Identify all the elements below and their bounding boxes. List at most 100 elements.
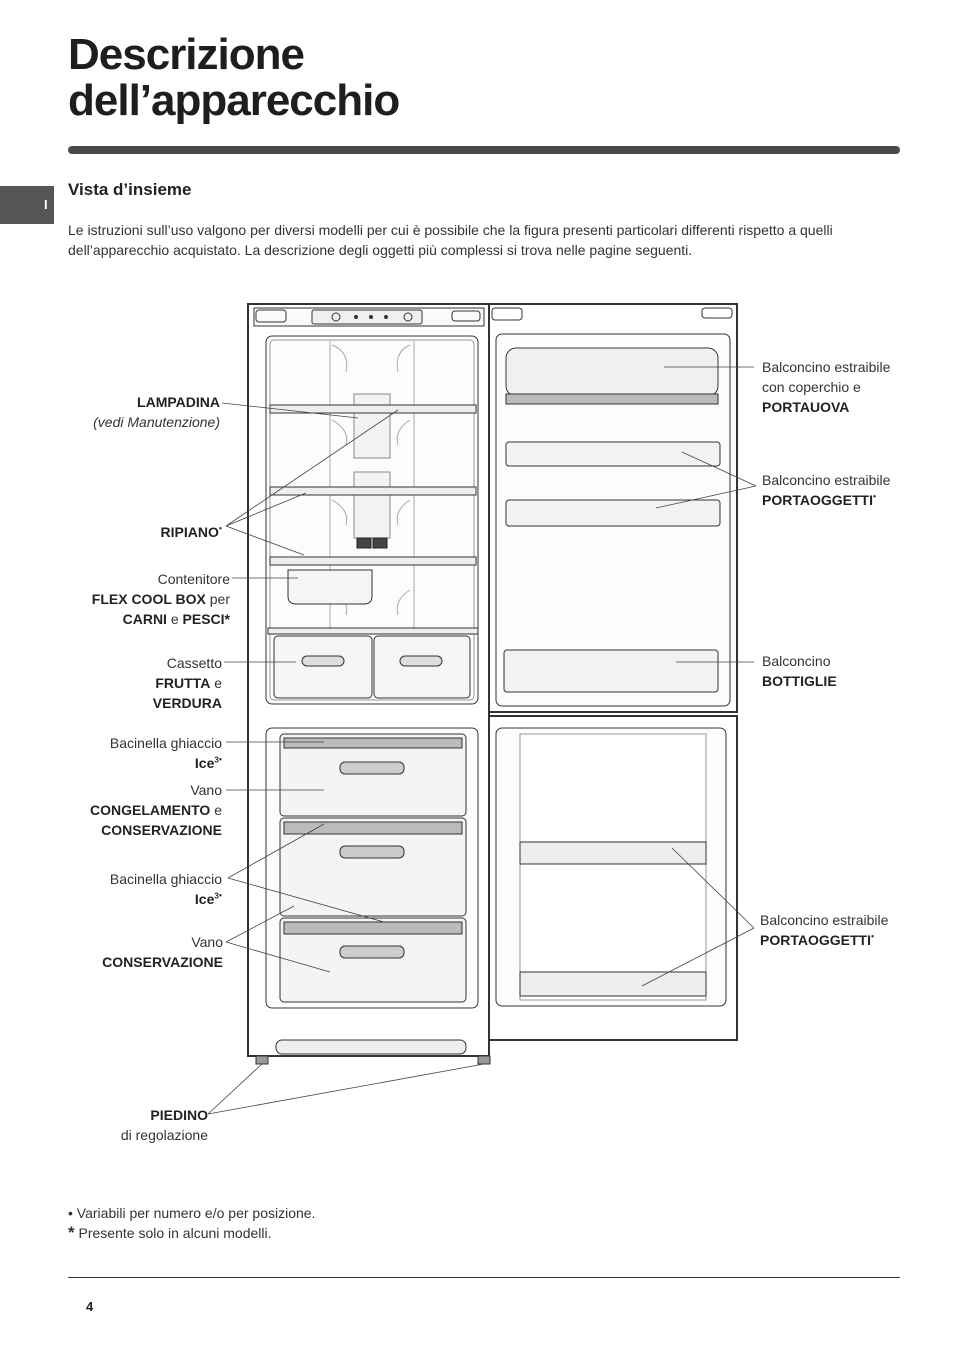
shelf-2 (269, 486, 477, 496)
footer-rule (68, 1277, 900, 1278)
flex-text-5: e (170, 611, 179, 627)
flex-text-1: Contenitore (157, 571, 230, 587)
footnote-2-text: Presente solo in alcuni modelli. (78, 1225, 272, 1241)
ice1-bullet: • (218, 754, 222, 765)
control-panel (253, 307, 485, 327)
leader-piedino (207, 1063, 485, 1115)
leader-ice2 (227, 823, 385, 923)
freezer-drawer-top (279, 733, 467, 817)
page-title: Descrizione dell’apparecchio (68, 30, 400, 125)
label-portauova: Balconcino estraibile con coperchio e PO… (762, 357, 942, 417)
bottiglie-text-1: Balconcino (762, 653, 831, 669)
language-tab: I (0, 186, 54, 224)
cassetto-text-4: VERDURA (152, 695, 222, 711)
ice2-text-1: Bacinella ghiaccio (109, 871, 222, 887)
vano2-text-2: CONSERVAZIONE (102, 954, 223, 970)
portaogg2-bullet: • (870, 931, 875, 942)
portauova-text-1: Balconcino estraibile (762, 359, 891, 375)
ice1-text-1: Bacinella ghiaccio (109, 735, 222, 751)
portauova-text-2: con coperchio e (762, 379, 861, 395)
ripiano-text: RIPIANO (160, 524, 219, 540)
flex-text-3: per (209, 591, 230, 607)
cassetto-text-1: Cassetto (166, 655, 222, 671)
footnote-2: * Presente solo in alcuni modelli. (68, 1223, 315, 1243)
foot-left (255, 1055, 269, 1065)
door-shelf-2 (505, 499, 721, 527)
flex-text-4: CARNI (122, 611, 167, 627)
section-subtitle: Vista d’insieme (68, 180, 192, 199)
freezer-door-shelf-2 (519, 971, 707, 997)
footnote-1-text: Variabili per numero e/o per posizione. (76, 1205, 316, 1221)
flex-cool-box (287, 569, 373, 605)
label-ripiano: RIPIANO• (60, 522, 223, 542)
leader-vano2 (225, 905, 331, 973)
ice2-bullet: • (218, 890, 222, 901)
cassetto-text-3: e (214, 675, 222, 691)
portaogg1-bullet: • (872, 491, 877, 502)
label-vano-2: Vano CONSERVAZIONE (40, 932, 223, 972)
title-line-2: dell’apparecchio (68, 76, 400, 125)
vano2-text-1: Vano (191, 934, 223, 950)
freezer-drawer-bottom (279, 917, 467, 1003)
portaogg1-text-1: Balconcino estraibile (762, 472, 891, 488)
leader-portaogg2 (641, 847, 755, 987)
label-ice-1: Bacinella ghiaccio Ice3• (40, 733, 222, 773)
ice1-text-2: Ice (194, 755, 215, 771)
label-piedino: PIEDINO di regolazione (40, 1105, 208, 1145)
vano1-text-1: Vano (190, 782, 222, 798)
foot-right (477, 1055, 491, 1065)
label-lampadina: LAMPADINA (vedi Manutenzione) (60, 392, 220, 432)
cabinet-outline (247, 303, 490, 1057)
leader-lampadina (221, 402, 359, 419)
shelf-3 (269, 556, 477, 566)
lampadina-text: LAMPADINA (137, 394, 220, 410)
footnotes: • Variabili per numero e/o per posizione… (68, 1204, 315, 1243)
ice2-text-2: Ice (194, 891, 215, 907)
freezer-door (488, 715, 738, 1041)
page-number: 4 (86, 1299, 94, 1314)
freezer-drawer-middle (279, 817, 467, 917)
vano1-text-3: e (214, 802, 222, 818)
lampadina-note-text: (vedi Manutenzione) (93, 414, 220, 430)
shelf-1 (269, 404, 477, 414)
leader-portaogg1 (655, 451, 757, 509)
crisper-drawer-right (373, 635, 471, 699)
fridge-door (488, 303, 738, 713)
bottiglie-text-2: BOTTIGLIE (762, 673, 837, 689)
label-vano-1: Vano CONGELAMENTO e CONSERVAZIONE (40, 780, 222, 840)
crisper-drawer-left (273, 635, 373, 699)
vano1-text-2: CONGELAMENTO (90, 802, 211, 818)
ripiano-bullet: • (218, 523, 222, 534)
freezer-door-shelf-1 (519, 841, 707, 865)
bottle-shelf (503, 649, 719, 693)
leader-ripiano (225, 409, 399, 556)
flex-text-6: PESCI* (182, 611, 230, 627)
label-portaoggetti-1: Balconcino estraibile PORTAOGGETTI• (762, 470, 942, 510)
portaogg2-text-2: PORTAOGGETTI (760, 932, 871, 948)
egg-shelf (505, 347, 719, 397)
label-flex-cool-box: Contenitore FLEX COOL BOX per CARNI e PE… (40, 569, 230, 629)
portaogg1-text-2: PORTAOGGETTI (762, 492, 873, 508)
ice2-sup: 3 (214, 891, 219, 901)
footnote-1-symbol: • (68, 1205, 73, 1221)
label-portaoggetti-2: Balconcino estraibile PORTAOGGETTI• (760, 910, 942, 950)
door-shelf-1 (505, 441, 721, 467)
label-ice-2: Bacinella ghiaccio Ice3• (40, 869, 222, 909)
cassetto-text-2: FRUTTA (155, 675, 211, 691)
piedino-text-1: PIEDINO (150, 1107, 208, 1123)
piedino-text-2: di regolazione (120, 1127, 208, 1143)
language-tab-label: I (44, 197, 48, 212)
portauova-text-3: PORTAUOVA (762, 399, 850, 415)
label-cassetto: Cassetto FRUTTA e VERDURA (60, 653, 222, 713)
title-line-1: Descrizione (68, 30, 305, 79)
portaogg2-text-1: Balconcino estraibile (760, 912, 889, 928)
fridge-compartment (265, 335, 479, 705)
intro-paragraph: Le istruzioni sull’uso valgono per diver… (68, 222, 833, 258)
footnote-1: • Variabili per numero e/o per posizione… (68, 1204, 315, 1223)
vano1-text-4: CONSERVAZIONE (101, 822, 222, 838)
title-rule (68, 146, 900, 154)
label-bottiglie: Balconcino BOTTIGLIE (762, 651, 942, 691)
footnote-2-symbol: * (68, 1223, 75, 1242)
freezer-compartment (265, 727, 479, 1009)
flex-text-2: FLEX COOL BOX (91, 591, 206, 607)
